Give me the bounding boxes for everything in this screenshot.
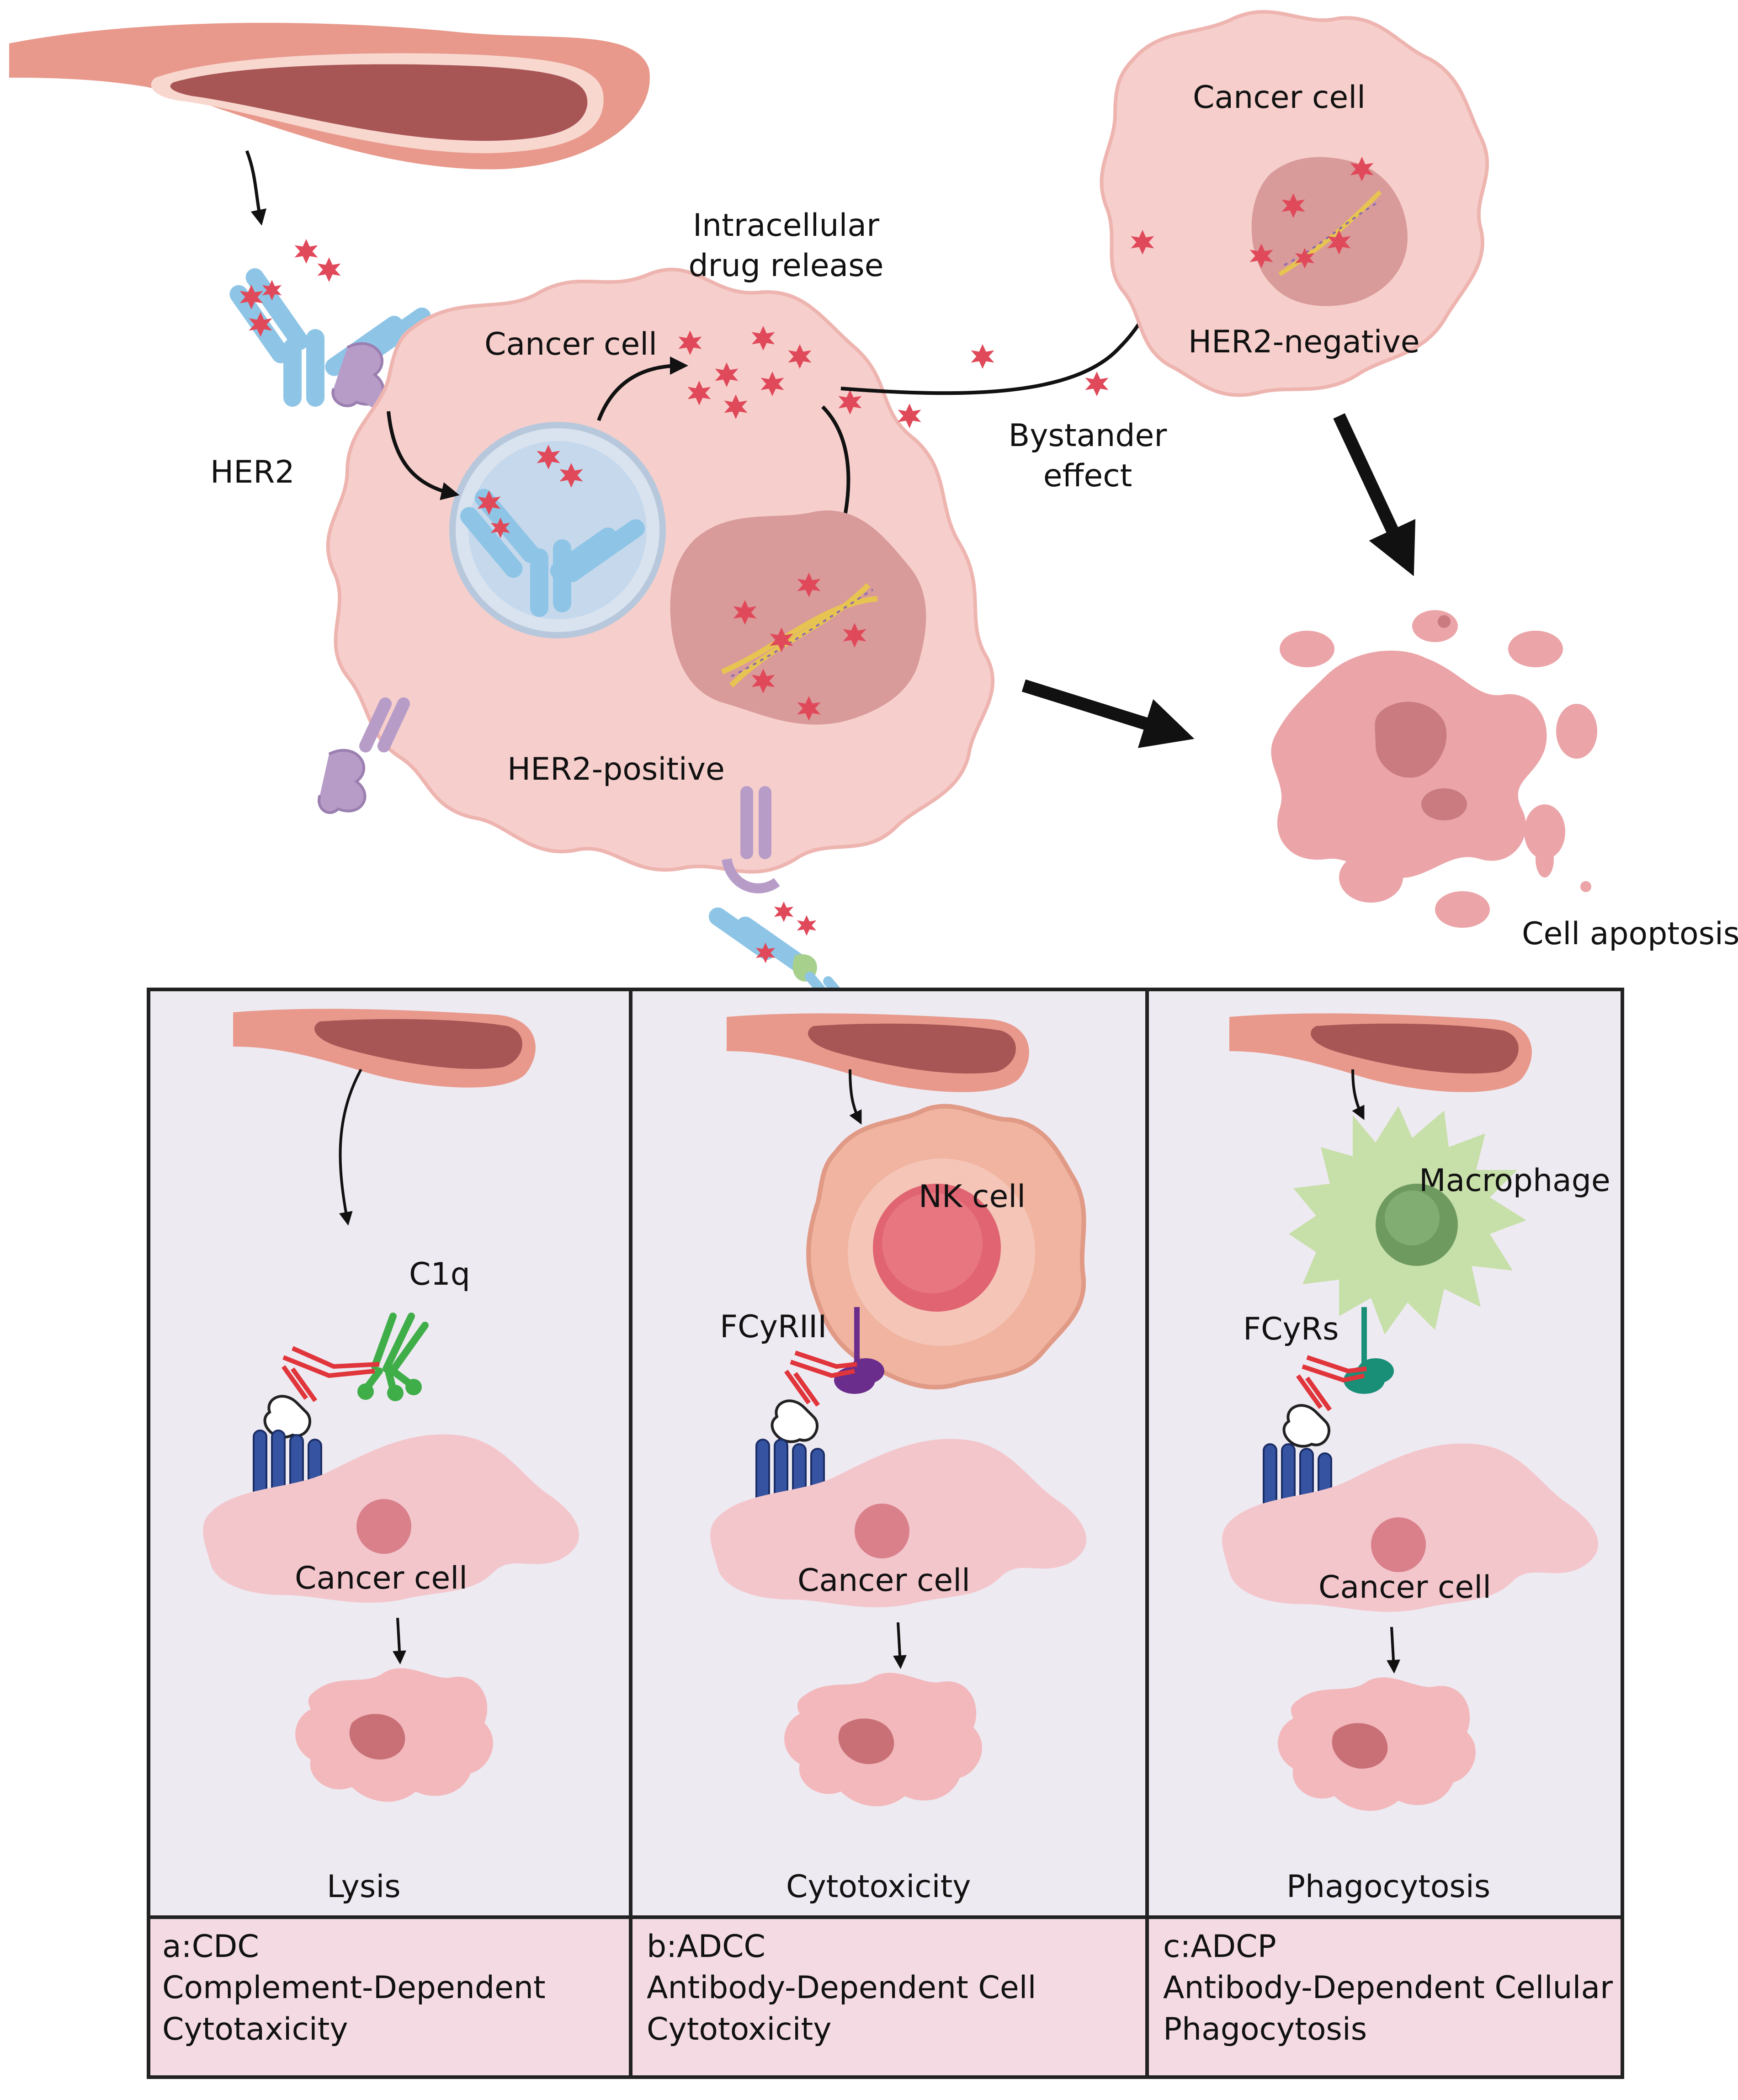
panel-b-outcome-label: Cytotoxicity (786, 1869, 971, 1905)
arrow-bystander (840, 263, 1169, 395)
nucleus-her2-positive (670, 510, 926, 725)
arrow-positive-to-apoptosis (1021, 679, 1195, 748)
endosome (449, 422, 666, 638)
fcyrs-label: FCyRs (1243, 1311, 1339, 1347)
arrow-panel-c-down (1387, 1627, 1400, 1674)
macrophage (1289, 1106, 1526, 1334)
arrow-panel-a-down (393, 1617, 406, 1664)
bystander-effect-label: Bystander effect (1008, 418, 1167, 494)
arrow-panel-b-vessel (849, 1069, 862, 1125)
panel-b-cancer-cell-label: Cancer cell (797, 1563, 971, 1599)
antibody-panel-c (1296, 1355, 1367, 1411)
arrow-panel-b-down (893, 1622, 907, 1669)
cancer-cell-panel-b (710, 1439, 1087, 1607)
intracellular-release-label: Intracellular drug release (688, 207, 884, 284)
nk-cell (806, 1104, 1086, 1390)
blood-vessel-panel-b (727, 1013, 1029, 1092)
arrow-panel-c-vessel (1351, 1069, 1365, 1120)
blood-vessel-top (9, 22, 650, 170)
arrow-release (597, 356, 688, 421)
cancer-cell-panel-a (203, 1434, 579, 1603)
her2-receptor-free (318, 697, 410, 814)
panel-c-outcome-label: Phagocytosis (1286, 1869, 1491, 1905)
arrow-panel-a-vessel (339, 1069, 362, 1226)
macrophage-label: Macrophage (1419, 1163, 1610, 1199)
panel-a-cancer-cell-label: Cancer cell (295, 1560, 468, 1596)
fcyriii-label: FCyRIII (720, 1309, 827, 1345)
antibody-panel-a (281, 1346, 380, 1402)
blood-vessel-panel-c (1229, 1013, 1532, 1092)
apoptotic-cell-panel-b (784, 1673, 982, 1807)
caption-panel-a: a:CDC Complement-Dependent Cytotaxicity (162, 1929, 546, 2047)
nk-cell-label: NK cell (919, 1179, 1026, 1215)
cell-apoptosis-label: Cell apoptosis (1522, 916, 1738, 952)
her2-negative-label: HER2-negative (1188, 324, 1420, 360)
captions-strip (147, 1915, 1624, 2079)
blood-vessel-panel-a (233, 1009, 536, 1088)
apoptotic-cell-top (1271, 610, 1597, 928)
apoptotic-cell-panel-c (1278, 1677, 1476, 1811)
arrow-vessel-to-antibody (245, 150, 267, 226)
cancer-cell-main-label: Cancer cell (484, 326, 658, 362)
her2-positive-label: HER2-positive (507, 751, 725, 787)
cancer-cell-negative-label: Cancer cell (1193, 80, 1366, 116)
c1q-heads (357, 1379, 422, 1401)
caption-panel-c: c:ADCP Antibody-Dependent Cellular Phago… (1163, 1929, 1613, 2047)
c1q-label: C1q (409, 1256, 470, 1292)
nucleus-her2-negative (1249, 157, 1408, 306)
panel-a-outcome-label: Lysis (327, 1869, 401, 1905)
panel-c-cancer-cell-label: Cancer cell (1318, 1569, 1492, 1606)
arrow-negative-to-apoptosis (1333, 413, 1416, 576)
her2-label: HER2 (210, 454, 295, 490)
arrow-internalization (387, 411, 460, 500)
cancer-cell-panel-c (1222, 1443, 1599, 1612)
apoptotic-cell-panel-a (295, 1668, 493, 1802)
antibody-panel-b (784, 1350, 857, 1407)
fcyrs-receptor (1344, 1307, 1394, 1394)
antigen-receptor-panel-b (755, 1399, 825, 1518)
caption-panel-b: b:ADCC Antibody-Dependent Cell Cytotoxic… (647, 1929, 1036, 2047)
